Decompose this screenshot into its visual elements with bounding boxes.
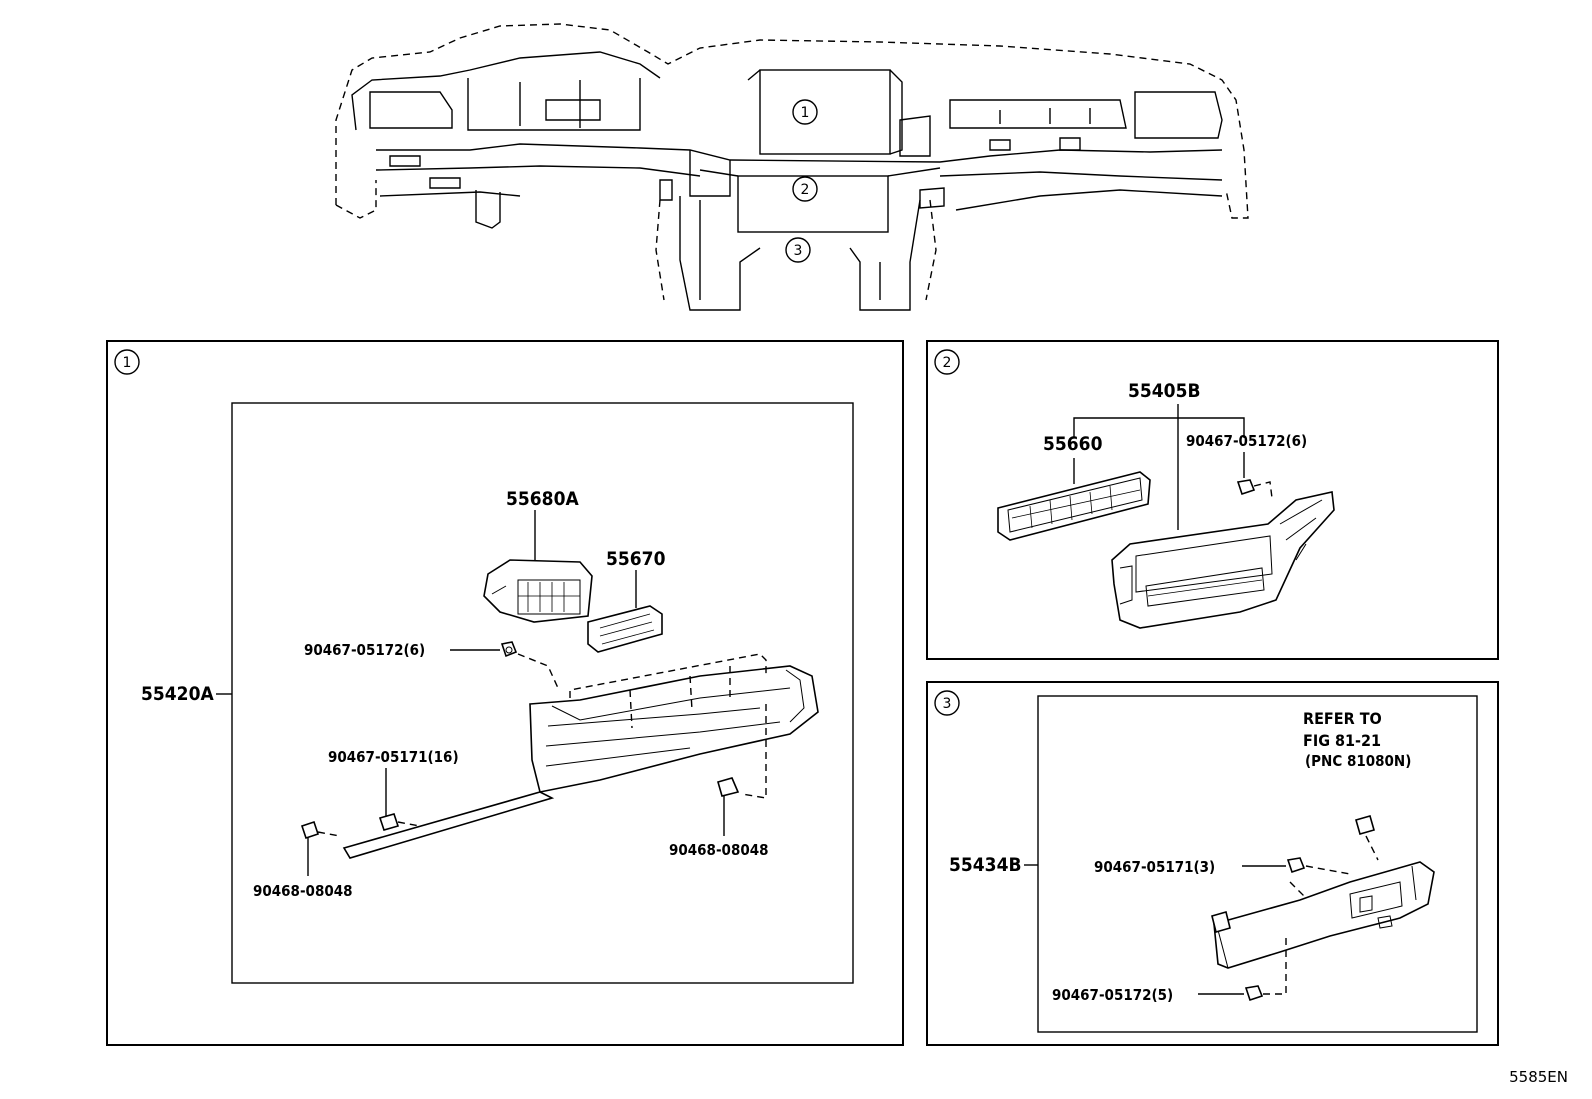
trim-piece-55670 [587, 605, 663, 653]
panel-3: 3 55434B REFER TO FIG 81-21 (PNC 81080N)… [926, 681, 1499, 1046]
svg-text:2: 2 [943, 355, 952, 371]
refer-line-1: REFER TO [1303, 709, 1382, 728]
panel-1-frame [106, 340, 904, 1046]
panel-1: 1 55420A 55680A 55670 90467-05172(6) [106, 340, 904, 1046]
refer-line-2: FIG 81-21 [1303, 731, 1381, 750]
control-panel-55660 [997, 471, 1151, 541]
panel-2-frame [926, 340, 1499, 660]
bracket-81080N [1355, 815, 1375, 835]
panel-3-badge: 3 [934, 690, 960, 716]
clip-90468-08048-right [717, 777, 740, 797]
part-label-90468-08048-left: 90468-08048 [253, 882, 353, 900]
panel-1-inner-frame [231, 402, 854, 984]
svg-text:3: 3 [943, 696, 952, 712]
part-label-55680A: 55680A [506, 488, 579, 510]
svg-text:2: 2 [801, 182, 810, 198]
refer-line-3: (PNC 81080N) [1305, 752, 1411, 770]
part-label-90467-05172-6: 90467-05172(6) [304, 641, 425, 659]
refer-note: REFER TO FIG 81-21 (PNC 81080N) [1303, 709, 1411, 770]
clip-90467-05172-p3 [1244, 985, 1264, 1002]
svg-text:1: 1 [801, 105, 810, 121]
lower-panel-assembly [342, 665, 819, 859]
part-label-55405B: 55405B [1128, 380, 1201, 402]
console-housing-55405B [1111, 491, 1335, 629]
panel-1-badge: 1 [114, 349, 140, 375]
part-label-90467-05172-5: 90467-05172(5) [1052, 986, 1173, 1004]
knee-panel-55434B [1211, 861, 1435, 969]
instrument-panel-overview: 1 2 3 [335, 23, 1249, 311]
part-label-55420A: 55420A [141, 683, 214, 705]
clip-90467-05171-p3 [1286, 857, 1306, 874]
clip-90467-05172-p2 [1236, 479, 1256, 496]
callout-2: 2 [792, 176, 818, 202]
panel-2-badge: 2 [934, 349, 960, 375]
clip-90468-08048-left [300, 820, 320, 840]
part-label-55660: 55660 [1043, 433, 1103, 455]
callout-1: 1 [792, 99, 818, 125]
clip-90467-05172 [500, 641, 518, 658]
figure-code: 5585EN [1509, 1068, 1568, 1086]
part-label-90467-05171-16: 90467-05171(16) [328, 748, 459, 766]
svg-text:1: 1 [123, 355, 132, 371]
part-label-90468-08048-right: 90468-08048 [669, 841, 769, 859]
part-label-90467-05172-6-p2: 90467-05172(6) [1186, 432, 1307, 450]
panel-3-inner-frame [1037, 695, 1478, 1033]
part-label-55434B: 55434B [949, 854, 1022, 876]
svg-text:3: 3 [794, 243, 803, 259]
air-vent-55680A [483, 559, 593, 623]
part-label-55670: 55670 [606, 548, 666, 570]
bracket-55405B [1073, 417, 1245, 438]
panel-2: 2 55405B 55660 90467-05172(6) [926, 340, 1499, 660]
callout-3: 3 [785, 237, 811, 263]
part-label-90467-05171-3: 90467-05171(3) [1094, 858, 1215, 876]
clip-90467-05171 [378, 813, 400, 831]
panel-3-frame [926, 681, 1499, 1046]
